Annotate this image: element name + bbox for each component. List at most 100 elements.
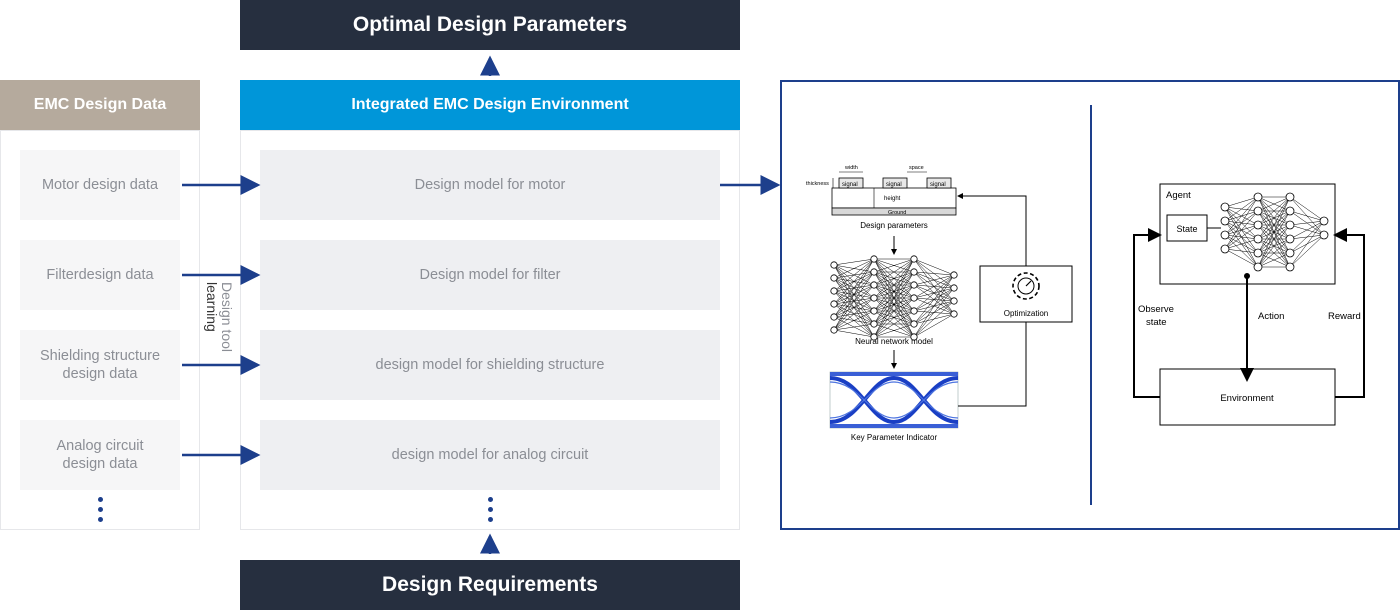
reward-label: Reward (1328, 311, 1361, 322)
network-node (1319, 216, 1329, 226)
environment-label: Environment (1220, 393, 1274, 404)
signal-label-3: signal (930, 182, 946, 188)
network-node (1253, 262, 1263, 272)
shielding-model-box: design model for shielding structure (260, 330, 720, 400)
agent-label: Agent (1166, 190, 1191, 201)
network-node (830, 274, 838, 282)
optimization-label: Optimization (1004, 309, 1048, 318)
analog-model-label: design model for analog circuit (391, 447, 589, 463)
analog-model-box: design model for analog circuit (260, 420, 720, 490)
network-node (830, 313, 838, 321)
design-requirements-bar: Design Requirements (240, 560, 740, 610)
emc-design-data-header: EMC Design Data (0, 80, 200, 130)
motor-design-data-box: Motor design data (20, 150, 180, 220)
state-label: State (1176, 224, 1197, 234)
network-node (1220, 230, 1230, 240)
observe-label-1: Observe (1138, 304, 1174, 315)
signal-label-1: signal (842, 182, 858, 188)
optimization-frame (780, 80, 1400, 530)
network-node (830, 300, 838, 308)
network-node (870, 307, 878, 315)
network-node (830, 287, 838, 295)
network-node (1285, 206, 1295, 216)
network-node (950, 271, 958, 279)
neural-network-model-label: Neural network model (855, 337, 933, 346)
network-node (910, 255, 918, 263)
filter-model-label: Design model for filter (419, 267, 561, 283)
network-node (1220, 244, 1230, 254)
network-node (1285, 248, 1295, 258)
network-node (950, 297, 958, 305)
integrated-environment-title: Integrated EMC Design Environment (351, 96, 629, 113)
design-requirements-label: Design Requirements (382, 573, 598, 596)
design-tool-learning-label: Design tool learning (204, 282, 235, 353)
optimization-loop-diagram: width space thickness signal signal sign… (806, 165, 1073, 442)
neural-network-graphic (830, 255, 958, 341)
analog-design-data-box: Analog circuit design data (20, 420, 180, 490)
network-node (1253, 192, 1263, 202)
network-node (950, 284, 958, 292)
network-node (1220, 202, 1230, 212)
network-node (1253, 220, 1263, 230)
network-node (870, 268, 878, 276)
motor-model-label: Design model for motor (414, 177, 566, 193)
gear-icon (1012, 272, 1040, 300)
network-node (1285, 262, 1295, 272)
network-node (830, 326, 838, 334)
filter-design-data-label: Filterdesign data (46, 267, 154, 283)
network-node (1285, 220, 1295, 230)
network-node (910, 333, 918, 341)
eye-diagram-graphic (829, 371, 959, 429)
key-parameter-indicator-label: Key Parameter Indicator (851, 433, 938, 442)
network-node (870, 294, 878, 302)
network-node (1253, 206, 1263, 216)
network-node (1220, 216, 1230, 226)
filter-design-data-box: Filterdesign data (20, 240, 180, 310)
network-node (910, 307, 918, 315)
shielding-design-data-box: Shielding structure design data (20, 330, 180, 400)
reinforcement-learning-diagram: Agent State Environment Action Observe s… (1133, 183, 1365, 426)
optimal-design-parameters-label: Optimal Design Parameters (352, 13, 628, 36)
network-node (1285, 192, 1295, 202)
design-tool-text: Design tool (219, 282, 235, 353)
network-node (830, 261, 838, 269)
signal-label-2: signal (886, 182, 902, 188)
network-node (870, 255, 878, 263)
shielding-model-label: design model for shielding structure (375, 357, 605, 373)
network-node (910, 268, 918, 276)
observe-label-2: state (1146, 317, 1167, 328)
width-label: width (844, 165, 858, 171)
height-label: height (884, 196, 901, 202)
left-ellipsis-dots (97, 497, 103, 527)
state-box (1166, 214, 1208, 242)
network-node (950, 310, 958, 318)
network-node (1253, 248, 1263, 258)
network-node (910, 281, 918, 289)
motor-design-data-label: Motor design data (41, 177, 159, 193)
emc-design-data-title: EMC Design Data (33, 96, 167, 113)
analog-design-data-label: Analog circuit design data (56, 438, 144, 472)
network-node (1253, 234, 1263, 244)
action-label: Action (1258, 311, 1284, 322)
network-node (870, 320, 878, 328)
agent-neural-network-graphic (1220, 192, 1329, 272)
ground-label: Ground (888, 210, 906, 216)
optimal-design-parameters-bar: Optimal Design Parameters (240, 0, 740, 50)
network-node (870, 333, 878, 341)
frame-divider (1090, 105, 1092, 505)
network-node (1319, 230, 1329, 240)
network-node (910, 320, 918, 328)
space-label: space (909, 165, 924, 171)
learning-text: learning (204, 282, 220, 332)
network-node (910, 294, 918, 302)
filter-model-box: Design model for filter (260, 240, 720, 310)
middle-ellipsis-dots (487, 497, 493, 527)
network-node (1285, 234, 1295, 244)
motor-model-box: Design model for motor (260, 150, 720, 220)
network-node (870, 281, 878, 289)
integrated-environment-header: Integrated EMC Design Environment (240, 80, 740, 130)
thickness-label: thickness (806, 181, 829, 187)
design-parameters-label: Design parameters (860, 221, 928, 230)
shielding-design-data-label: Shielding structure design data (39, 348, 161, 382)
